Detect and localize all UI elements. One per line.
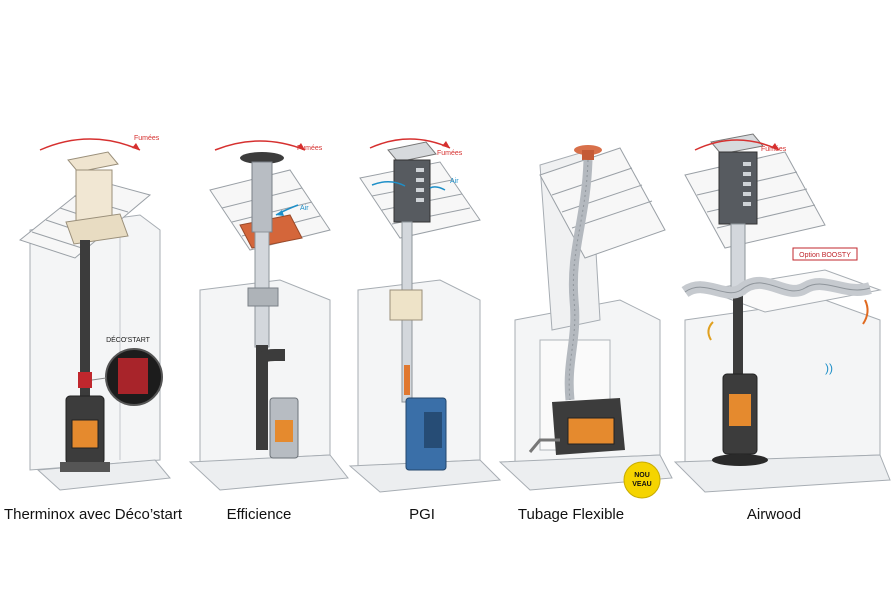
caption-pgi: PGI [409, 506, 435, 523]
pgi-system-icon: Fumées Air [348, 138, 502, 493]
efficience-system-icon: Fumées Air [188, 140, 349, 491]
airwood-system-icon: Option BOOSTY Fumées )) [673, 133, 891, 493]
smoke-label: Fumées [297, 145, 323, 152]
panel-therminox: DÉCO'START Fumées Therminox avec Déco’st… [0, 0, 183, 598]
panel-tubage-flexible: NOU VEAU Tubage Flexible [498, 0, 675, 598]
callout-label: DÉCO'START [106, 335, 151, 344]
air-label: Air [300, 205, 309, 212]
badge-line2: VEAU [632, 481, 651, 488]
therminox-system-icon: DÉCO'START Fumées [18, 135, 171, 491]
panel-airwood: Option BOOSTY Fumées )) Airwood [673, 0, 896, 598]
smoke-label: Fumées [437, 150, 463, 157]
tubage-flexible-system-icon: NOU VEAU [498, 145, 673, 499]
caption-airwood: Airwood [746, 506, 802, 523]
badge-line1: NOU [634, 472, 650, 479]
caption-efficience: Efficience [226, 506, 292, 523]
air-label: Air [450, 178, 459, 185]
option-label: Option BOOSTY [799, 252, 851, 259]
smoke-label: Fumées [134, 135, 160, 142]
smoke-label: Fumées [761, 146, 787, 153]
caption-therminox: Therminox avec Déco’start [3, 506, 183, 523]
panel-pgi: Fumées Air PGI [348, 0, 502, 598]
caption-tubage-flexible: Tubage Flexible [517, 506, 625, 523]
panel-efficience: Fumées Air Efficience [180, 0, 350, 598]
svg-text:)): )) [825, 361, 833, 375]
